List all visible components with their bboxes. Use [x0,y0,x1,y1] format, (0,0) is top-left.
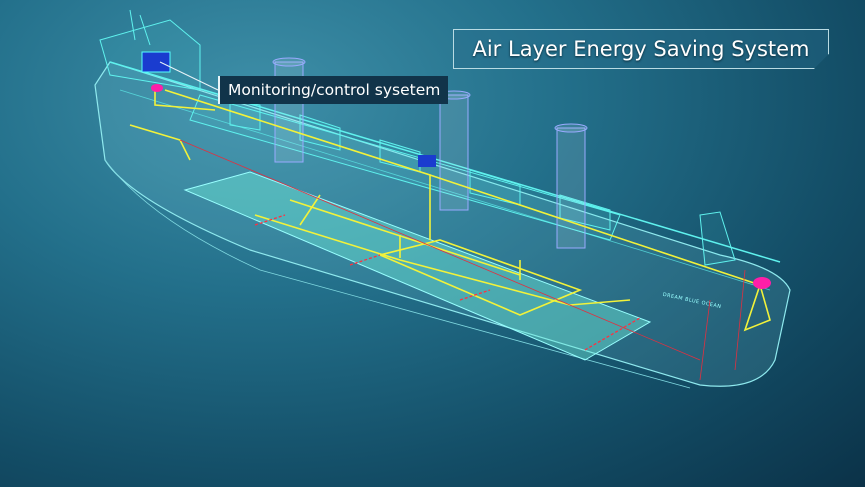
air-lubrication-plate [183,171,652,361]
air-pipes [129,85,771,332]
callout-leader [159,61,219,91]
compressor-icon [151,84,163,92]
control-unit-icon [141,51,171,73]
monitoring-control-callout: Monitoring/control sysetem [218,76,449,104]
compressor-icon-bow [753,277,771,289]
title-box: Air Layer Energy Saving System [453,29,829,69]
control-unit-icon-2 [418,155,436,167]
air-outlets [254,214,641,351]
feed-lines [179,139,746,381]
